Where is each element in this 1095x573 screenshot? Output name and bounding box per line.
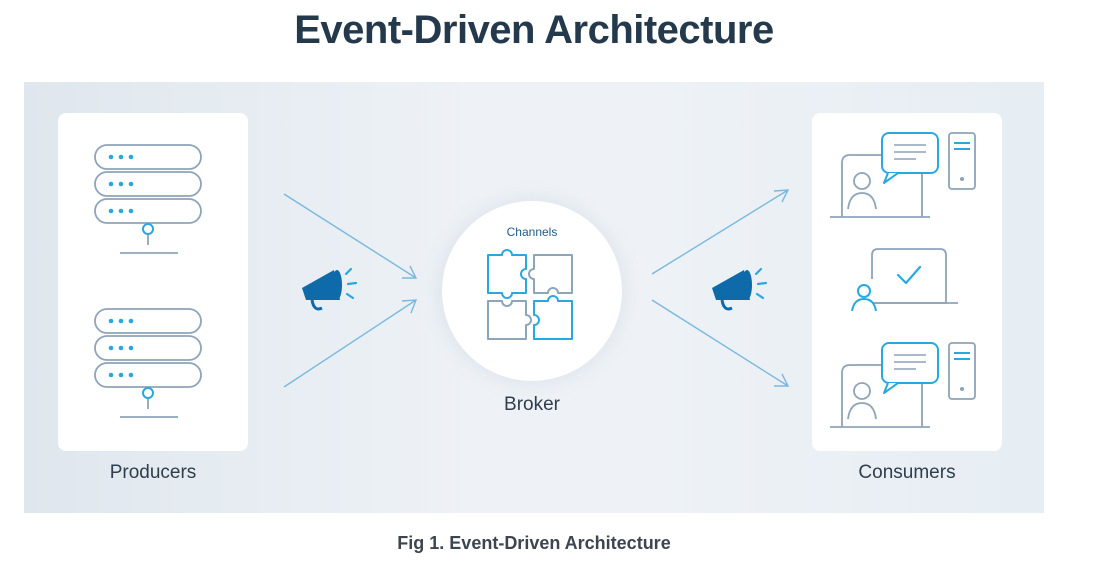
producers-card: [58, 113, 248, 451]
consumers-label: Consumers: [858, 462, 956, 483]
diagram-panel: Producers Channels Broke: [24, 82, 1044, 513]
producer-arrows: [283, 193, 418, 388]
page-title: Event-Driven Architecture: [294, 8, 774, 52]
megaphone-icon: [302, 267, 358, 311]
producers-label: Producers: [109, 462, 197, 483]
chat-icon: [881, 132, 939, 184]
checkmark-icon: [896, 265, 922, 285]
figure-caption: Fig 1. Event-Driven Architecture: [397, 533, 671, 553]
broker-circle: Channels: [442, 201, 622, 381]
consumer-arrows: [651, 189, 790, 387]
broker-label: Broker: [504, 394, 560, 415]
consumers-card: [812, 113, 1002, 451]
server-icon: [94, 144, 202, 418]
chat-icon: [881, 342, 939, 394]
channels-label: Channels: [506, 225, 558, 239]
puzzle-icon: [487, 249, 573, 340]
megaphone-icon: [712, 267, 768, 311]
user-workstation-icon: [830, 132, 976, 428]
